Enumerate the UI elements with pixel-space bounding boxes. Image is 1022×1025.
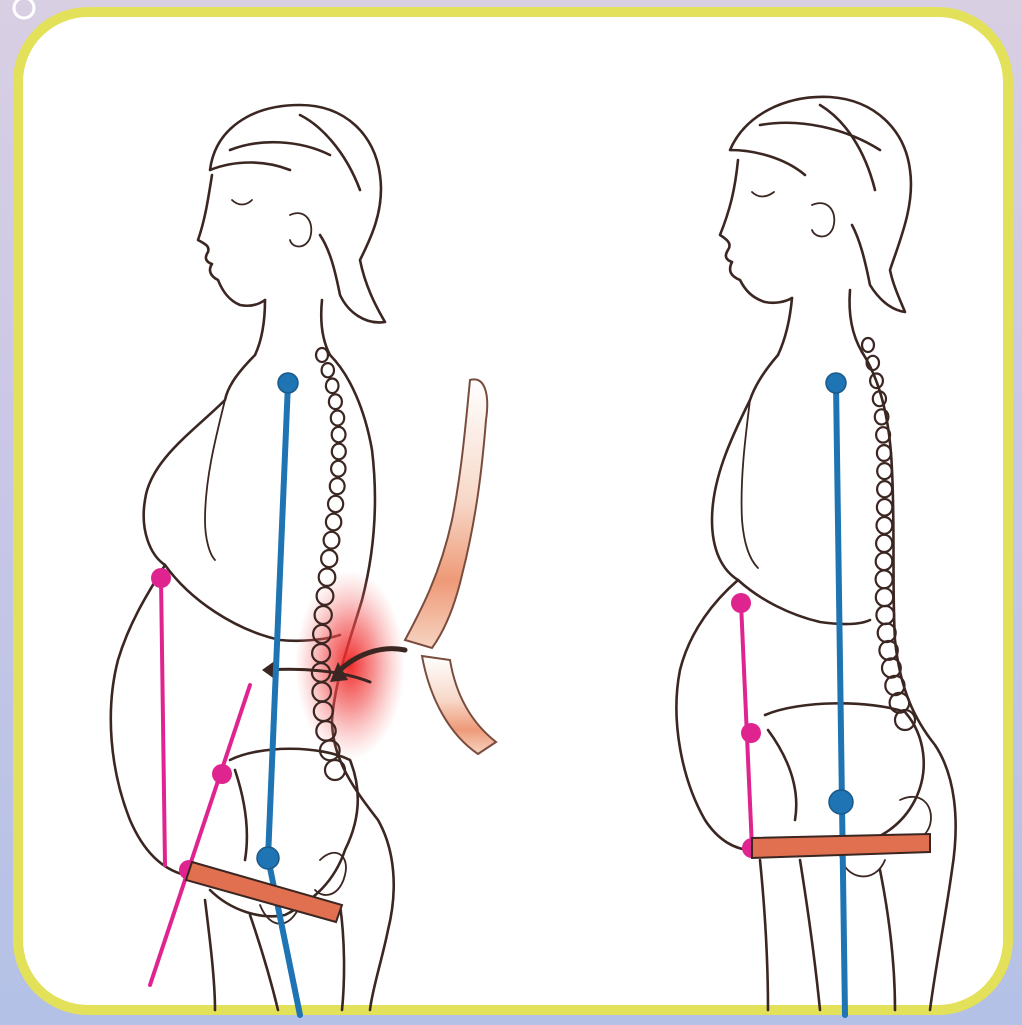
right-ribcage-point — [731, 593, 751, 613]
left-pubis-point — [212, 764, 232, 784]
left-hip-point — [257, 847, 279, 869]
right-hip-point — [829, 790, 853, 814]
right-shoulder-point — [826, 373, 846, 393]
left-ribcage-point — [151, 568, 171, 588]
left-shoulder-point — [278, 373, 298, 393]
corner-ornament — [14, 0, 34, 18]
right-pubis-point — [741, 723, 761, 743]
